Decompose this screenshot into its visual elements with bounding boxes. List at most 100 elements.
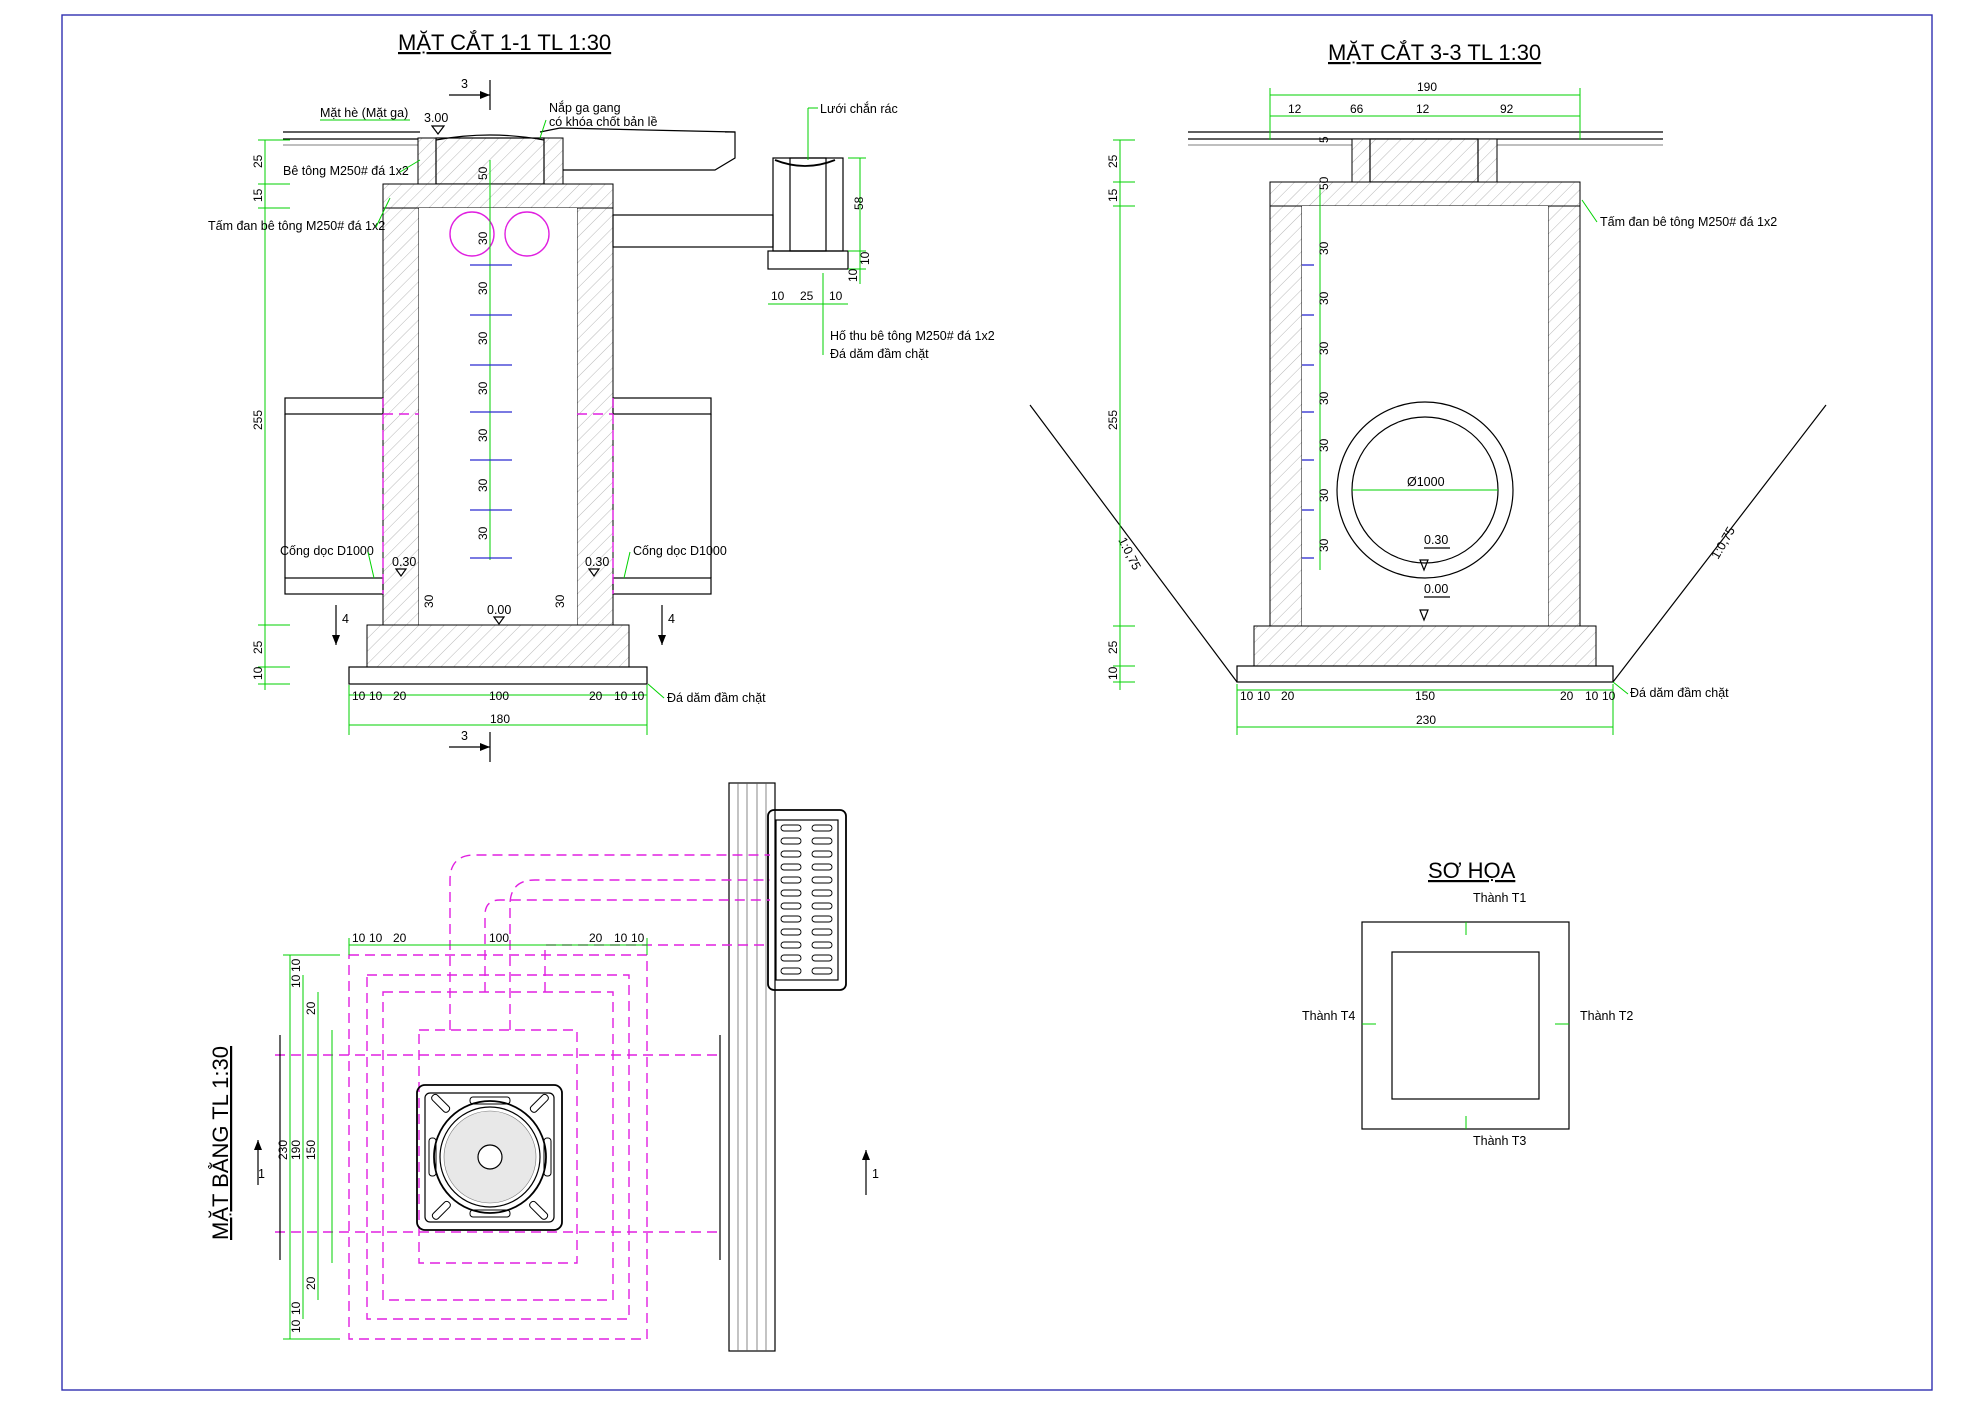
s33-top-12b: 12 xyxy=(1416,102,1430,116)
label-33-elev-pipe: 0.30 xyxy=(1424,533,1448,547)
label-33-elev-bottom: 0.00 xyxy=(1424,582,1448,596)
grate-dim-b25: 25 xyxy=(800,289,814,303)
plan-top-10b: 10 xyxy=(369,931,383,945)
plan-top-100: 100 xyxy=(489,931,509,945)
s33-top-66: 66 xyxy=(1350,102,1364,116)
label-grate: Lưới chắn rác xyxy=(820,101,898,116)
s33-top-12a: 12 xyxy=(1288,102,1302,116)
label-slab: Tấm đan bê tông M250# đá 1x2 xyxy=(208,219,385,233)
label-pipe-right: Cống dọc D1000 xyxy=(633,544,727,558)
inner-dim-30g: 30 xyxy=(476,526,490,540)
s33-left-15: 15 xyxy=(1106,188,1120,202)
s33-top-total: 190 xyxy=(1417,80,1437,94)
section-1-1: MẶT CẮT 1-1 TL 1:30 xyxy=(208,30,995,762)
s33-inner-30a: 30 xyxy=(1317,241,1331,255)
grate-dim-b10a: 10 xyxy=(771,289,785,303)
grate-dim-58: 58 xyxy=(852,196,866,210)
grate-dim-b10b: 10 xyxy=(829,289,843,303)
s33-inner-30d: 30 xyxy=(1317,391,1331,405)
total-dim-180: 180 xyxy=(490,712,510,726)
bottom-dim-20a: 20 xyxy=(393,689,407,703)
bottom-dim-20b: 20 xyxy=(589,689,603,703)
plan-left-20a: 20 xyxy=(304,1001,318,1015)
cut-3-top: 3 xyxy=(461,77,468,91)
wall-dim-right: 30 xyxy=(553,594,567,608)
plan-left-10d: 10 xyxy=(289,1319,303,1333)
s33-inner-30f: 30 xyxy=(1317,488,1331,502)
s33-bottom-10c: 10 xyxy=(1585,689,1599,703)
inner-dim-30a: 30 xyxy=(476,231,490,245)
label-elev-pipe-right: 0.30 xyxy=(585,555,609,569)
s33-small-5: 5 xyxy=(1317,136,1331,143)
label-elev-bottom: 0.00 xyxy=(487,603,511,617)
s33-inner-30b: 30 xyxy=(1317,291,1331,305)
label-pit: Hố thu bê tông M250# đá 1x2 xyxy=(830,329,995,343)
s33-inner-30g: 30 xyxy=(1317,538,1331,552)
s33-bottom-20b: 20 xyxy=(1560,689,1574,703)
s33-bottom-10a: 10 xyxy=(1240,689,1254,703)
cut-4-left: 4 xyxy=(342,612,349,626)
cover-slots xyxy=(428,1093,552,1220)
label-cover-2: có khóa chốt bản lề xyxy=(549,115,657,129)
sheet-frame xyxy=(61,14,1933,1391)
cut-3-bottom: 3 xyxy=(461,729,468,743)
label-concrete: Bê tông M250# đá 1x2 xyxy=(283,164,409,178)
left-dim-15: 15 xyxy=(251,188,265,202)
sketch-t4: Thành T4 xyxy=(1302,1009,1355,1023)
s33-total-230: 230 xyxy=(1416,713,1436,727)
plan-left-20b: 20 xyxy=(304,1276,318,1290)
plan-top-20a: 20 xyxy=(393,931,407,945)
s33-bottom-10d: 10 xyxy=(1602,689,1616,703)
sketch-t1: Thành T1 xyxy=(1473,891,1526,905)
s33-left-10: 10 xyxy=(1106,666,1120,680)
plan-view: MẶT BẰNG TL 1:30 xyxy=(208,782,879,1352)
plan-left-150: 150 xyxy=(304,1140,318,1160)
plan-left-10a: 10 xyxy=(289,958,303,972)
s33-inner-30c: 30 xyxy=(1317,341,1331,355)
plan-top-10d: 10 xyxy=(631,931,645,945)
s33-top-92: 92 xyxy=(1500,102,1514,116)
label-sidewalk: Mặt hè (Mặt ga) xyxy=(320,106,408,120)
label-gravel-bottom: Đá dăm đầm chặt xyxy=(667,691,766,705)
plan-cut-right: 1 xyxy=(872,1167,879,1181)
s33-left-255: 255 xyxy=(1106,410,1120,430)
plan-left-190: 190 xyxy=(289,1140,303,1160)
s33-bottom-20a: 20 xyxy=(1281,689,1295,703)
plan-left-10c: 10 xyxy=(289,1301,303,1315)
s33-left-25: 25 xyxy=(1106,154,1120,168)
grate-dim-10b: 10 xyxy=(858,251,872,265)
grate-slots xyxy=(780,824,833,975)
cut-4-right: 4 xyxy=(668,612,675,626)
left-dim-255: 255 xyxy=(251,410,265,430)
inner-dim-30c: 30 xyxy=(476,331,490,345)
plan-left-230: 230 xyxy=(276,1140,290,1160)
section-3-3-title: MẶT CẮT 3-3 TL 1:30 xyxy=(1328,40,1541,65)
inner-dim-30d: 30 xyxy=(476,381,490,395)
s33-inner-30e: 30 xyxy=(1317,438,1331,452)
s33-inner-50: 50 xyxy=(1317,176,1331,190)
s33-label-gravel: Đá dăm đầm chặt xyxy=(1630,686,1729,700)
section-1-1-title: MẶT CẮT 1-1 TL 1:30 xyxy=(398,30,611,55)
inner-dim-30e: 30 xyxy=(476,428,490,442)
bottom-dim-10c: 10 xyxy=(614,689,628,703)
inner-dim-30f: 30 xyxy=(476,478,490,492)
plan-top-10a: 10 xyxy=(352,931,366,945)
label-gravel: Đá dăm đầm chặt xyxy=(830,347,929,361)
s33-bottom-150: 150 xyxy=(1415,689,1435,703)
label-slope-right: 1:0,75 xyxy=(1708,524,1738,561)
ladder-steps xyxy=(470,160,512,560)
label-cover-1: Nắp ga gang xyxy=(549,100,621,115)
sketch-view: SƠ HỌA Thành T1 Thành T2 Thành T3 Thành … xyxy=(1302,858,1633,1148)
inner-dim-50: 50 xyxy=(476,166,490,180)
bottom-dim-10a: 10 xyxy=(352,689,366,703)
s33-label-slab: Tấm đan bê tông M250# đá 1x2 xyxy=(1600,215,1777,229)
inner-dim-30b: 30 xyxy=(476,281,490,295)
label-elev-top: 3.00 xyxy=(424,111,448,125)
label-elev-pipe-left: 0.30 xyxy=(392,555,416,569)
left-dim-25: 25 xyxy=(251,154,265,168)
grate-dim-10a: 10 xyxy=(846,268,860,282)
bottom-dim-100: 100 xyxy=(489,689,509,703)
left-dim-25b: 25 xyxy=(251,640,265,654)
left-dim-10: 10 xyxy=(251,666,265,680)
